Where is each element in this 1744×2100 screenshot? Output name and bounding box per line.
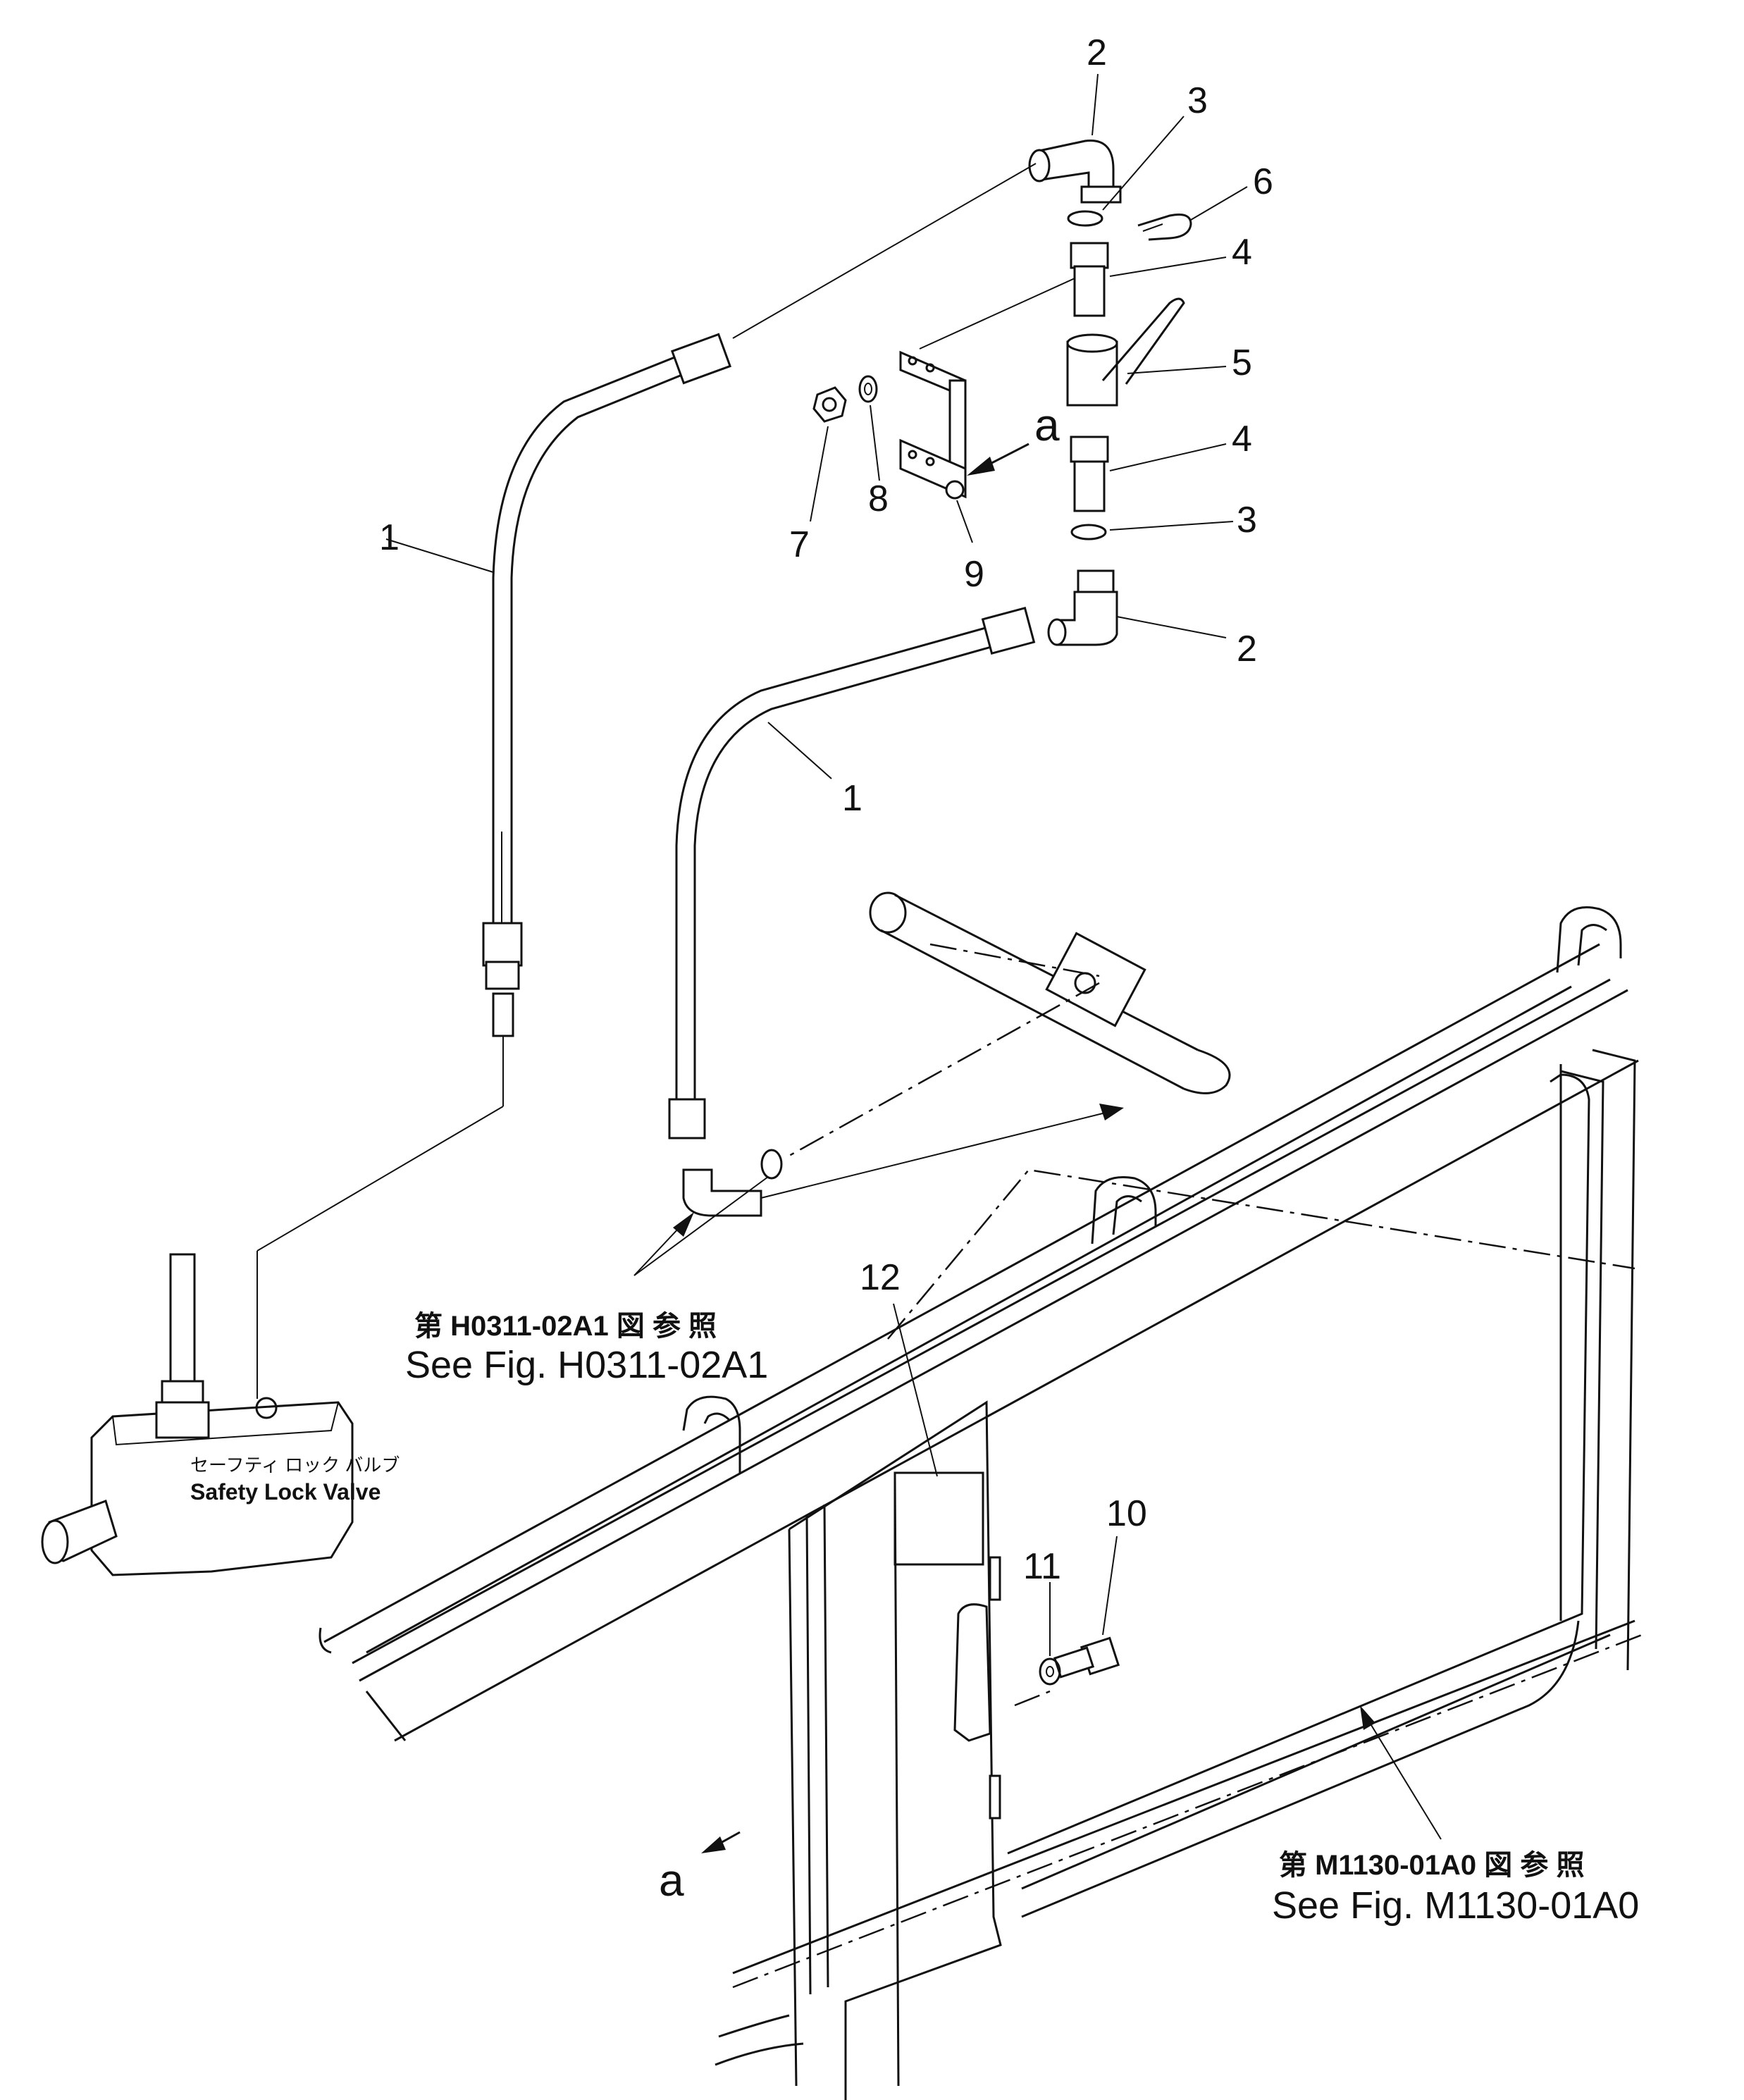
view-arrow-a-bottom bbox=[701, 1831, 741, 1853]
ref-arrow-m1130 bbox=[1360, 1705, 1442, 1840]
cab-frame bbox=[319, 906, 1643, 2100]
hose-left bbox=[482, 333, 732, 1106]
callout-11: 11 bbox=[1023, 1546, 1061, 1587]
callout-6: 6 bbox=[1253, 161, 1273, 202]
nut bbox=[812, 386, 847, 423]
o-ring-lower bbox=[1070, 524, 1107, 541]
elbow-lower bbox=[1047, 569, 1118, 646]
ref-arrows-h0311 bbox=[633, 1176, 769, 1276]
callout-4-top: 4 bbox=[1232, 232, 1252, 273]
bracket bbox=[899, 350, 967, 500]
bolt bbox=[1053, 1636, 1120, 1679]
cross-pipe bbox=[760, 891, 1231, 1199]
callout-8: 8 bbox=[868, 478, 889, 519]
callout-4-bottom: 4 bbox=[1232, 419, 1252, 459]
coupler-lower bbox=[1070, 436, 1109, 512]
callout-3-bottom: 3 bbox=[1237, 500, 1257, 541]
callout-2-bottom: 2 bbox=[1237, 629, 1257, 669]
o-ring-upper bbox=[1067, 210, 1103, 227]
ref-h0311-en: See Fig. H0311-02A1 bbox=[405, 1344, 768, 1386]
callout-1-left: 1 bbox=[379, 517, 400, 558]
pin bbox=[1137, 214, 1192, 241]
shutoff-valve bbox=[1066, 297, 1185, 407]
leader-10 bbox=[1102, 1536, 1118, 1636]
callout-1-right: 1 bbox=[842, 778, 862, 819]
callout-5: 5 bbox=[1232, 342, 1252, 383]
valve-label-jp: セーフティ ロック バルブ bbox=[190, 1454, 400, 1476]
ref-h0311-jp: 第 H0311-02A1 図 参 照 bbox=[414, 1311, 717, 1342]
hose-right bbox=[668, 606, 1036, 1217]
ref-m1130-jp: 第 M1130-01A0 図 参 照 bbox=[1279, 1850, 1585, 1881]
safety-lock-valve bbox=[41, 1106, 504, 1576]
callout-12: 12 bbox=[860, 1257, 901, 1298]
bolt-washer bbox=[1039, 1657, 1061, 1686]
callout-9: 9 bbox=[964, 554, 984, 595]
washer bbox=[858, 375, 878, 403]
ref-m1130-en: See Fig. M1130-01A0 bbox=[1272, 1884, 1639, 1927]
leader-12 bbox=[893, 1303, 938, 1477]
view-marker-top: a bbox=[1034, 400, 1060, 450]
elbow-upper bbox=[1028, 140, 1122, 204]
callout-10: 10 bbox=[1106, 1493, 1147, 1534]
coupler-upper bbox=[1070, 242, 1109, 317]
view-marker-bottom: a bbox=[659, 1855, 684, 1906]
view-arrow-a-top bbox=[967, 443, 1029, 476]
callout-3-top: 3 bbox=[1187, 80, 1208, 121]
callout-7: 7 bbox=[789, 524, 810, 565]
callout-2-top: 2 bbox=[1087, 32, 1107, 73]
valve-label-en: Safety Lock Valve bbox=[190, 1479, 381, 1505]
leader-lines bbox=[385, 73, 1248, 779]
